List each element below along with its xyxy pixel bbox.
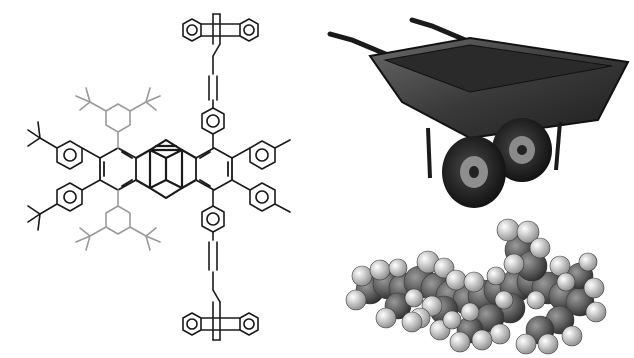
hydrogen-atom <box>494 290 514 310</box>
molecule-structure <box>27 13 291 341</box>
triptycene-top <box>182 13 259 57</box>
di-tbu-phenyl-top <box>75 87 161 149</box>
space-filling-model <box>345 218 607 355</box>
wheelbarrow-handle-back <box>409 17 473 45</box>
hydrogen-atom <box>578 252 598 272</box>
hydrogen-atom <box>471 329 493 351</box>
wheelbarrow-wheel-front <box>442 136 506 208</box>
tbu-phenyl-lower-left <box>27 179 101 231</box>
phenylene-top <box>201 107 225 149</box>
hydrogen-atom <box>537 333 559 355</box>
alkyne-bottom <box>208 231 218 291</box>
hydrogen-atom <box>375 307 397 329</box>
hydrogen-atom <box>445 269 467 291</box>
alkyne-top <box>208 55 218 109</box>
hydrogen-atom <box>351 265 373 287</box>
wheelbarrow-handle-front <box>327 31 398 61</box>
tolyl-lower-right <box>231 179 291 213</box>
hydrogen-atom <box>460 302 480 322</box>
hydrogen-atom <box>388 258 408 278</box>
hydrogen-atom <box>401 311 423 333</box>
hydrogen-atom <box>556 272 576 292</box>
hydrogen-atom <box>529 237 551 259</box>
hydrogen-atom <box>463 271 485 293</box>
wheelbarrow-tray-inner <box>383 44 613 93</box>
hydrogen-atom <box>516 220 540 244</box>
hydrogen-atom <box>585 301 607 323</box>
di-tbu-phenyl-bottom <box>75 189 161 251</box>
hydrogen-atom <box>583 277 605 299</box>
hydrogen-atom <box>515 333 537 355</box>
hydrogen-atom <box>486 266 506 286</box>
central-core <box>134 138 198 200</box>
wheelbarrow-wheel-rear <box>492 118 552 182</box>
aryl-ring-left-core <box>99 147 137 191</box>
wheelbarrow <box>327 17 630 208</box>
phenylene-bottom <box>201 189 225 233</box>
tbu-phenyl-upper-left <box>27 121 101 170</box>
hydrogen-atom <box>526 290 546 310</box>
wheelbarrow-leg-front <box>426 127 432 179</box>
hydrogen-atom <box>442 310 462 330</box>
wheelbarrow-leg-back <box>554 121 562 171</box>
aryl-ring-right-core <box>195 147 233 191</box>
hydrogen-atom <box>345 289 367 311</box>
hydrogen-atom <box>503 253 525 275</box>
hydrogen-atom <box>561 325 583 347</box>
hydrogen-atom <box>449 331 471 353</box>
hydrogen-atom <box>489 323 511 345</box>
tolyl-upper-right <box>231 139 291 170</box>
hydrogen-atom <box>369 259 391 281</box>
triptycene-bottom <box>182 289 259 341</box>
hydrogen-atom <box>496 218 520 242</box>
hydrogen-atom <box>404 288 424 308</box>
